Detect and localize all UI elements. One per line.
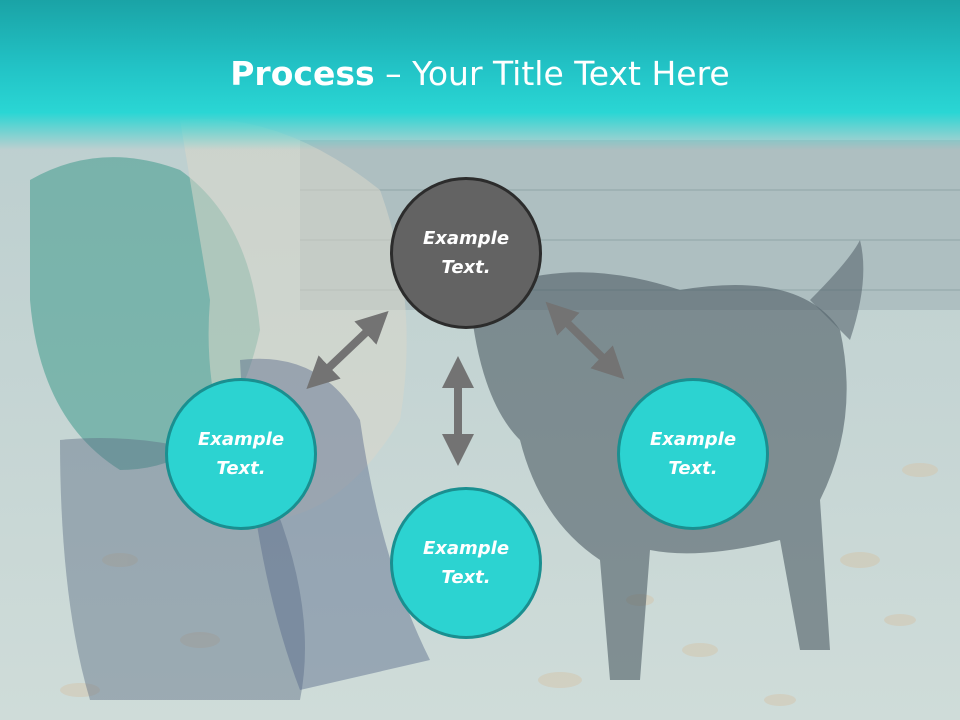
node-bottom-line2: Text. (441, 567, 491, 588)
node-top[interactable]: Example Text. (390, 177, 542, 329)
node-left[interactable]: Example Text. (165, 378, 317, 530)
node-right-line2: Text. (668, 458, 718, 479)
header-band (0, 0, 960, 150)
node-bottom[interactable]: Example Text. (390, 487, 542, 639)
arrow-top-right (545, 301, 625, 380)
node-top-line2: Text. (441, 257, 491, 278)
arrow-top-left (306, 310, 389, 390)
node-left-line2: Text. (216, 458, 266, 479)
title-rest: – Your Title Text Here (374, 54, 730, 93)
node-top-line1: Example (422, 228, 510, 249)
title-strong: Process (230, 54, 375, 93)
slide-title: Process – Your Title Text Here (0, 52, 960, 96)
node-right-line1: Example (649, 429, 737, 450)
node-bottom-line1: Example (422, 538, 510, 559)
node-right[interactable]: Example Text. (617, 378, 769, 530)
node-left-line1: Example (197, 429, 285, 450)
